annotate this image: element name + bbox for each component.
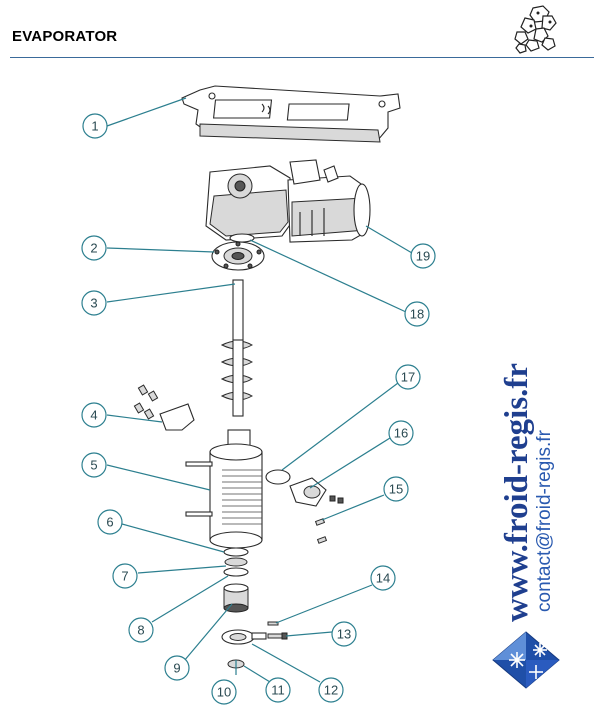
part-evaporator-cylinder — [185, 429, 263, 549]
callout-8: 8 — [128, 617, 154, 643]
svg-text:17: 17 — [401, 370, 415, 385]
callout-19: 19 — [410, 243, 436, 269]
part-screws-13-14 — [267, 621, 288, 640]
callout-3: 3 — [81, 290, 107, 316]
svg-text:6: 6 — [106, 515, 113, 530]
contact-email-watermark: contact@froid-regis.fr — [534, 430, 555, 612]
svg-text:1: 1 — [91, 119, 98, 134]
svg-text:2: 2 — [90, 241, 97, 256]
callout-12: 12 — [318, 677, 344, 703]
svg-text:8: 8 — [137, 623, 144, 638]
callout-6: 6 — [97, 509, 123, 535]
header-divider — [10, 57, 594, 58]
svg-text:19: 19 — [416, 249, 430, 264]
part-side-fitting — [265, 469, 344, 544]
callout-7: 7 — [112, 563, 138, 589]
callout-18: 18 — [404, 301, 430, 327]
page-title: EVAPORATOR — [12, 28, 118, 45]
callout-1: 1 — [82, 113, 108, 139]
snowflake-badge-icon — [492, 631, 560, 689]
callout-11: 11 — [265, 677, 291, 703]
svg-text:12: 12 — [324, 683, 338, 698]
callout-leaders — [106, 97, 413, 683]
part-bottom-clamp — [221, 629, 267, 669]
callout-2: 2 — [81, 235, 107, 261]
part-gear-motor — [205, 159, 371, 243]
svg-text:10: 10 — [217, 685, 231, 700]
part-auger-shaft — [220, 279, 254, 417]
callout-15: 15 — [383, 476, 409, 502]
part-bracket-plate — [181, 85, 401, 143]
svg-text:15: 15 — [389, 482, 403, 497]
svg-text:5: 5 — [90, 458, 97, 473]
callout-14: 14 — [370, 565, 396, 591]
callout-13: 13 — [331, 621, 357, 647]
svg-text:7: 7 — [121, 569, 128, 584]
ice-cubes-logo-icon — [514, 5, 557, 54]
callout-4: 4 — [81, 402, 107, 428]
svg-text:11: 11 — [271, 683, 285, 698]
svg-text:16: 16 — [394, 426, 408, 441]
callout-10: 10 — [211, 679, 237, 705]
svg-text:18: 18 — [410, 307, 424, 322]
svg-text:9: 9 — [173, 661, 180, 676]
callout-5: 5 — [81, 452, 107, 478]
callout-17: 17 — [395, 364, 421, 390]
svg-text:4: 4 — [90, 408, 97, 423]
part-bearing-bracket — [133, 384, 195, 431]
callout-9: 9 — [164, 655, 190, 681]
svg-text:14: 14 — [376, 571, 390, 586]
part-seal-stack — [223, 547, 249, 613]
part-flange — [211, 241, 265, 271]
callout-16: 16 — [388, 420, 414, 446]
svg-text:13: 13 — [337, 627, 351, 642]
website-url-watermark: www.froid-regis.fr — [499, 362, 535, 622]
svg-text:3: 3 — [90, 296, 97, 311]
